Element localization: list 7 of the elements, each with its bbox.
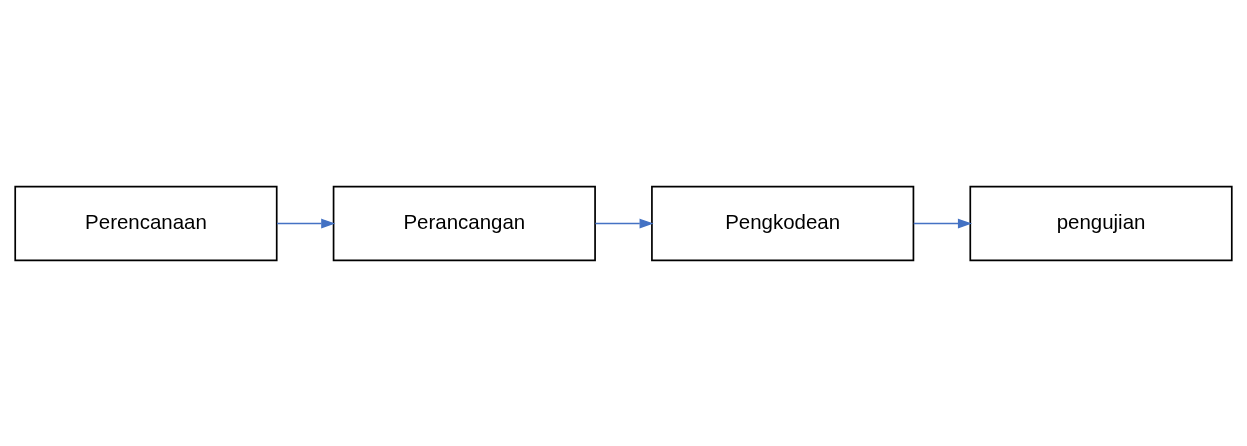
arrow <box>913 218 972 228</box>
node-box: Perencanaan <box>14 185 278 261</box>
node-box: pengujian <box>969 185 1233 261</box>
arrow <box>276 218 336 228</box>
node-box: Perancangan <box>332 185 596 261</box>
arrow <box>594 218 654 228</box>
node-box: Pengkodean <box>651 185 915 261</box>
